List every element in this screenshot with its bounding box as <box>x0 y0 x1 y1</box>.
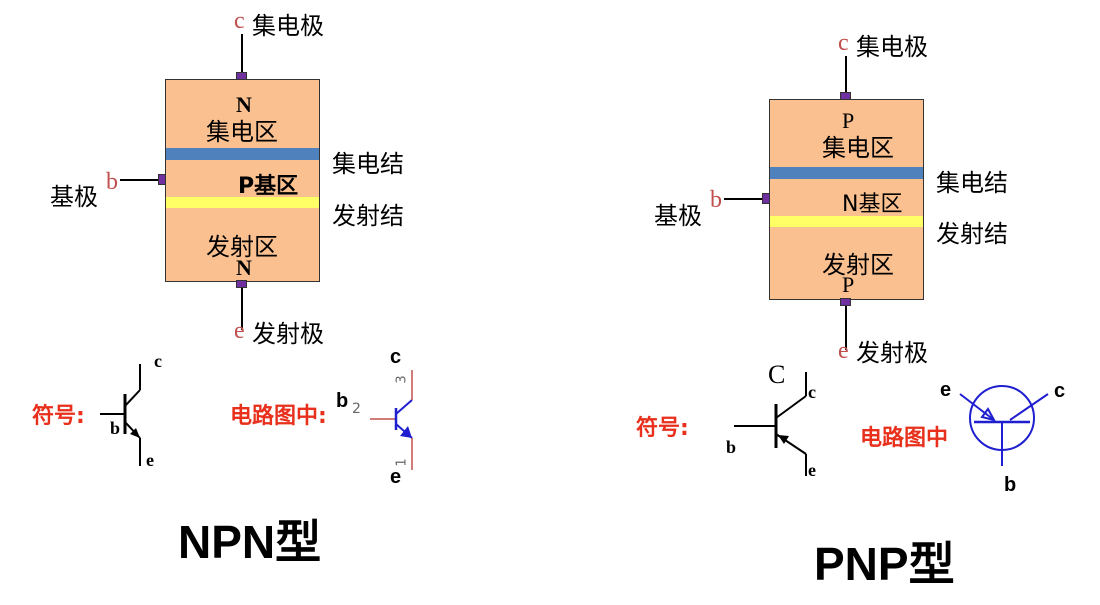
pnp-bottom-region: 发射区 <box>822 251 894 279</box>
npn-bottom-region-type: N <box>236 255 252 280</box>
pnp-collector-junction-band <box>770 167 923 179</box>
npn-collector-letter: c <box>234 8 245 34</box>
pnp-base-label: 基极 <box>654 202 702 230</box>
pnp-symbol-label: 符号: <box>636 416 689 441</box>
npn-collector-wire <box>241 34 243 74</box>
npn-middle-region: P基区 <box>238 174 299 199</box>
npn-base-wire <box>120 179 160 181</box>
pnp-base-letter: b <box>710 187 722 213</box>
npn-symbol-b: b <box>110 418 121 438</box>
pnp-emitter-junction-band <box>770 216 923 227</box>
npn-collector-label: 集电极 <box>252 12 324 40</box>
pnp-circuit-c: c <box>1054 380 1066 402</box>
pnp-emitter-label: 发射极 <box>856 339 928 367</box>
pnp-symbol-C: C <box>768 360 786 389</box>
npn-emitter-junction-band <box>166 197 319 208</box>
npn-base-pin <box>158 174 166 185</box>
npn-transistor-body <box>165 79 320 282</box>
npn-caption: NPN型 <box>178 516 322 568</box>
pnp-circuit-b: b <box>1004 474 1017 496</box>
pnp-emitter-wire <box>845 306 847 350</box>
npn-base-letter: b <box>106 169 118 195</box>
npn-collector-junction-band <box>166 148 319 160</box>
npn-symbol-label: 符号: <box>32 404 85 429</box>
npn-symbol-c: c <box>154 351 162 371</box>
npn-circuit-b: b <box>336 390 349 412</box>
npn-circuit-label: 电路图中: <box>230 404 327 429</box>
npn-upper-junction-label: 集电结 <box>332 150 404 178</box>
pnp-caption: PNP型 <box>814 538 955 590</box>
npn-circuit-pin2: 2 <box>352 401 361 417</box>
npn-circuit-e: e <box>390 466 402 488</box>
pnp-collector-letter: c <box>838 30 849 56</box>
npn-top-region: 集电区 <box>206 118 278 146</box>
pnp-base-wire <box>724 198 764 200</box>
pnp-upper-junction-label: 集电结 <box>936 169 1008 197</box>
pnp-circuit-symbol <box>959 385 1049 466</box>
pnp-base-pin <box>762 193 770 204</box>
npn-transistor-symbol <box>100 364 141 466</box>
pnp-transistor-body <box>769 99 924 300</box>
pnp-transistor-symbol <box>734 372 807 476</box>
pnp-lower-junction-label: 发射结 <box>936 220 1008 248</box>
npn-symbol-e: e <box>146 450 154 470</box>
pnp-symbol-e: e <box>808 460 816 480</box>
pnp-middle-region: N基区 <box>842 192 903 217</box>
pnp-collector-label: 集电极 <box>856 33 928 61</box>
npn-bottom-region: 发射区 <box>206 233 278 261</box>
pnp-collector-wire <box>845 56 847 94</box>
pnp-emitter-letter: e <box>838 338 849 364</box>
pnp-bottom-region-type: P <box>842 272 855 297</box>
npn-base-label: 基极 <box>50 183 98 211</box>
pnp-symbol-c: c <box>808 382 816 402</box>
pnp-symbol-b: b <box>726 437 737 457</box>
npn-emitter-wire <box>241 288 243 330</box>
npn-circuit-c: c <box>390 346 402 368</box>
npn-top-region-type: N <box>236 92 252 117</box>
pnp-top-region: 集电区 <box>822 134 894 162</box>
npn-circuit-symbol <box>370 370 413 470</box>
pnp-top-region-type: P <box>842 108 855 133</box>
npn-emitter-label: 发射极 <box>252 320 324 348</box>
pnp-emitter-pin <box>840 298 851 306</box>
npn-emitter-letter: e <box>234 318 245 344</box>
npn-emitter-pin <box>236 280 247 288</box>
pnp-circuit-label: 电路图中 <box>860 426 949 451</box>
pnp-circuit-e: e <box>940 379 952 401</box>
npn-lower-junction-label: 发射结 <box>332 202 404 230</box>
